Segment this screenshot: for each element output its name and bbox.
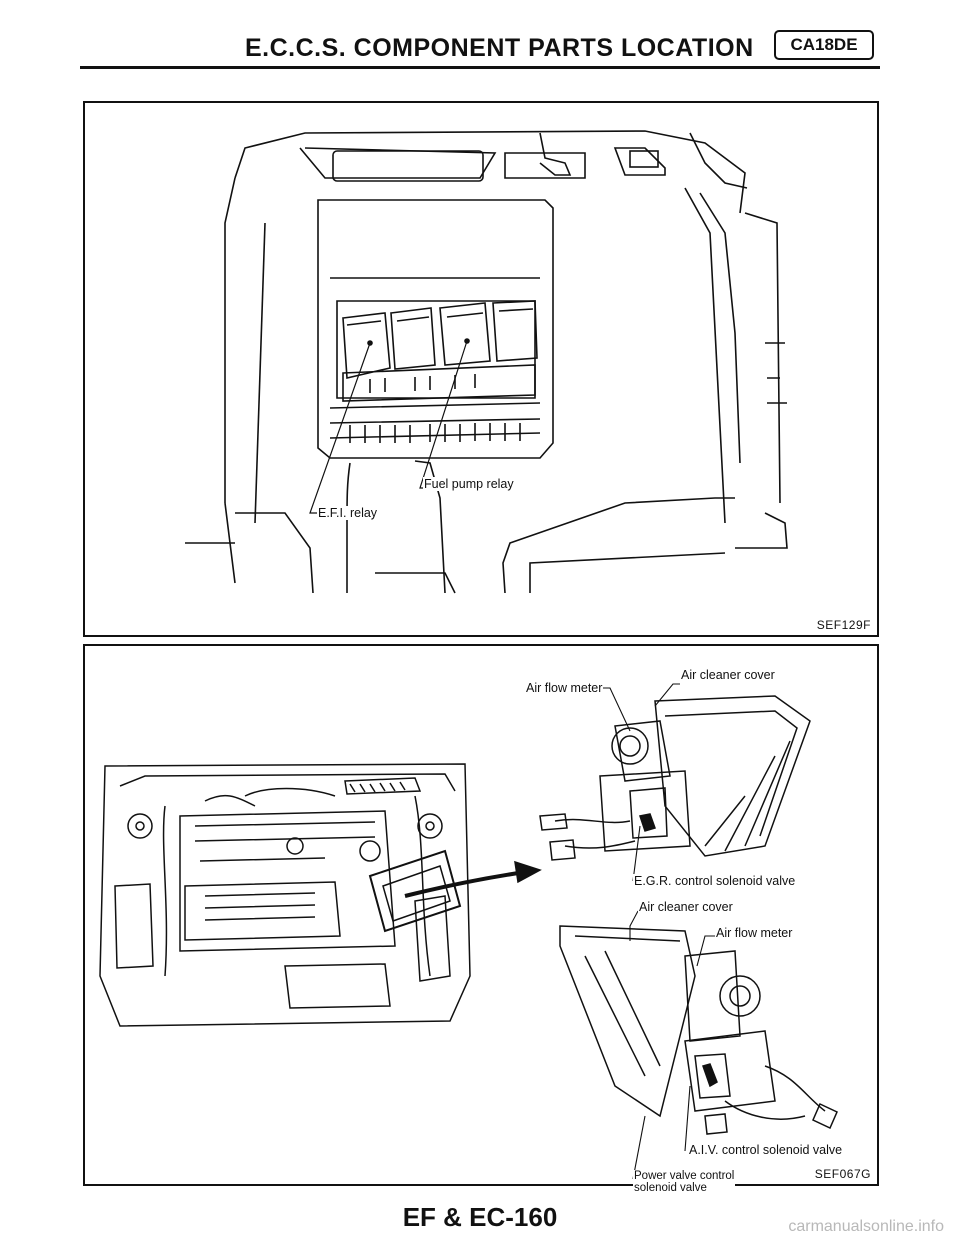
watermark: carmanualsonline.info (788, 1218, 944, 1235)
engine-badge: CA18DE (774, 30, 874, 60)
relay-box-illustration (185, 130, 788, 594)
figure-code-bottom: SEF067G (814, 1167, 871, 1181)
label-fuel-pump-relay: Fuel pump relay (423, 477, 515, 491)
page-number: EF & EC-160 (402, 1202, 558, 1232)
header-rule (80, 66, 880, 69)
label-air-flow-meter-bottom: Air flow meter (715, 926, 794, 940)
label-air-flow-meter-top: Air flow meter (525, 681, 604, 695)
label-aiv-control-solenoid-valve: A.I.V. control solenoid valve (688, 1143, 844, 1157)
figure-code-top: SEF129F (816, 618, 871, 632)
label-egr-control-solenoid-valve: E.G.R. control solenoid valve (633, 874, 797, 888)
page-title: E.C.C.S. COMPONENT PARTS LOCATION (245, 34, 754, 62)
relay-location-figure: Fuel pump relay E.F.I. relay SEF129F (83, 101, 879, 637)
label-efi-relay: E.F.I. relay (317, 506, 379, 520)
airflow-location-figure: Air flow meter Air cleaner cover E.G.R. … (83, 644, 879, 1194)
label-air-cleaner-cover-bottom: Air cleaner cover (638, 900, 734, 914)
label-power-valve-control-solenoid-valve: Power valve control solenoid valve (633, 1170, 736, 1194)
engine-bay-illustration (99, 683, 838, 1180)
label-power-valve-line2: solenoid valve (634, 1182, 707, 1194)
label-power-valve-line1: Power valve control (634, 1170, 735, 1182)
label-air-cleaner-cover-top: Air cleaner cover (680, 668, 776, 682)
